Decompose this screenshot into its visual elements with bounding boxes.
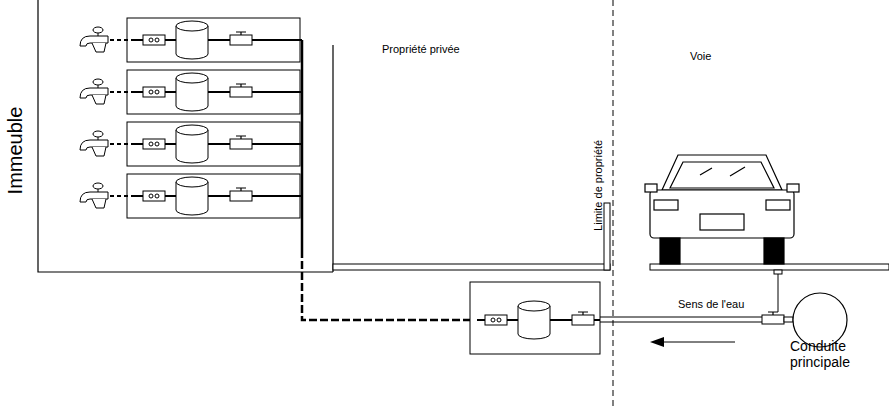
tap-base: [92, 199, 106, 208]
tap-base: [92, 43, 106, 52]
pipe: [110, 91, 135, 93]
meter-dial: [155, 90, 159, 94]
meter-dial: [149, 38, 153, 42]
service-pipe: [600, 317, 762, 318]
valve: [230, 191, 252, 201]
pipe: [110, 39, 135, 41]
car-wheel: [660, 238, 680, 264]
tap-stem: [98, 85, 99, 88]
filter-tank-top: [176, 21, 208, 31]
valve: [572, 315, 594, 325]
tap-handle: [93, 27, 103, 33]
service-pipe: [600, 322, 762, 323]
valve-stem: [778, 270, 779, 312]
road-surface: [650, 264, 889, 270]
building-wall: [38, 0, 333, 272]
filter-tank-top: [176, 73, 208, 83]
flow-arrow: [660, 342, 735, 343]
car-mirror: [787, 184, 799, 192]
pipe: [110, 195, 135, 197]
valve-handle: [236, 84, 246, 87]
car-roof: [662, 155, 782, 190]
meter-dial: [491, 318, 495, 322]
meter-dial: [149, 142, 153, 146]
label-text: Voie: [690, 50, 711, 63]
car-reflection: [700, 167, 745, 176]
flow-arrowhead: [650, 337, 664, 347]
tap-handle: [93, 183, 103, 189]
car-headlight: [654, 200, 678, 210]
water-meter: [143, 139, 165, 149]
tap-stem: [98, 189, 99, 192]
label-text: Conduite principale: [790, 338, 885, 370]
property-limit-line: [613, 0, 614, 410]
meter-pit: [470, 282, 600, 354]
tap-stem: [98, 33, 99, 36]
building-wall: [332, 45, 333, 272]
meter-dial: [155, 38, 159, 42]
valve: [230, 139, 252, 149]
tap-base: [92, 95, 106, 104]
car-wheel: [764, 238, 784, 264]
car-windshield: [670, 162, 774, 188]
car-headlight: [766, 200, 790, 210]
meter-dial: [497, 318, 501, 322]
water-meter: [143, 35, 165, 45]
tap-handle: [93, 79, 103, 85]
meter-dial: [155, 142, 159, 146]
meter-dial: [149, 194, 153, 198]
tap-stem: [98, 137, 99, 140]
connector: [784, 317, 793, 322]
car-grille: [700, 214, 744, 230]
label-text: Immeuble: [4, 106, 27, 194]
fence-post: [604, 203, 610, 270]
car-body: [650, 190, 794, 238]
filter-tank-top: [518, 301, 550, 311]
pipe: [110, 143, 135, 145]
valve-handle: [236, 136, 246, 139]
ground-surface: [333, 264, 610, 270]
tap-handle: [93, 131, 103, 137]
valve: [230, 87, 252, 97]
water-meter: [485, 315, 507, 325]
valve-key: [774, 270, 782, 274]
tapping-valve: [762, 315, 784, 324]
valve-handle: [236, 188, 246, 191]
water-meter: [143, 191, 165, 201]
tap-base: [92, 147, 106, 156]
tapping-valve: [768, 312, 778, 315]
valve-handle: [236, 32, 246, 35]
label-text: Limite de propriété: [592, 139, 605, 230]
meter-dial: [149, 90, 153, 94]
car-mirror: [645, 184, 657, 192]
filter-tank-top: [176, 125, 208, 135]
valve-handle: [578, 312, 588, 315]
meter-dial: [155, 194, 159, 198]
filter-tank-top: [176, 177, 208, 187]
valve: [230, 35, 252, 45]
water-meter: [143, 87, 165, 97]
supply-pipe: [302, 250, 470, 320]
car: [645, 155, 799, 264]
label-text: Sens de l'eau: [678, 298, 744, 311]
label-text: Propriété privée: [382, 43, 460, 56]
